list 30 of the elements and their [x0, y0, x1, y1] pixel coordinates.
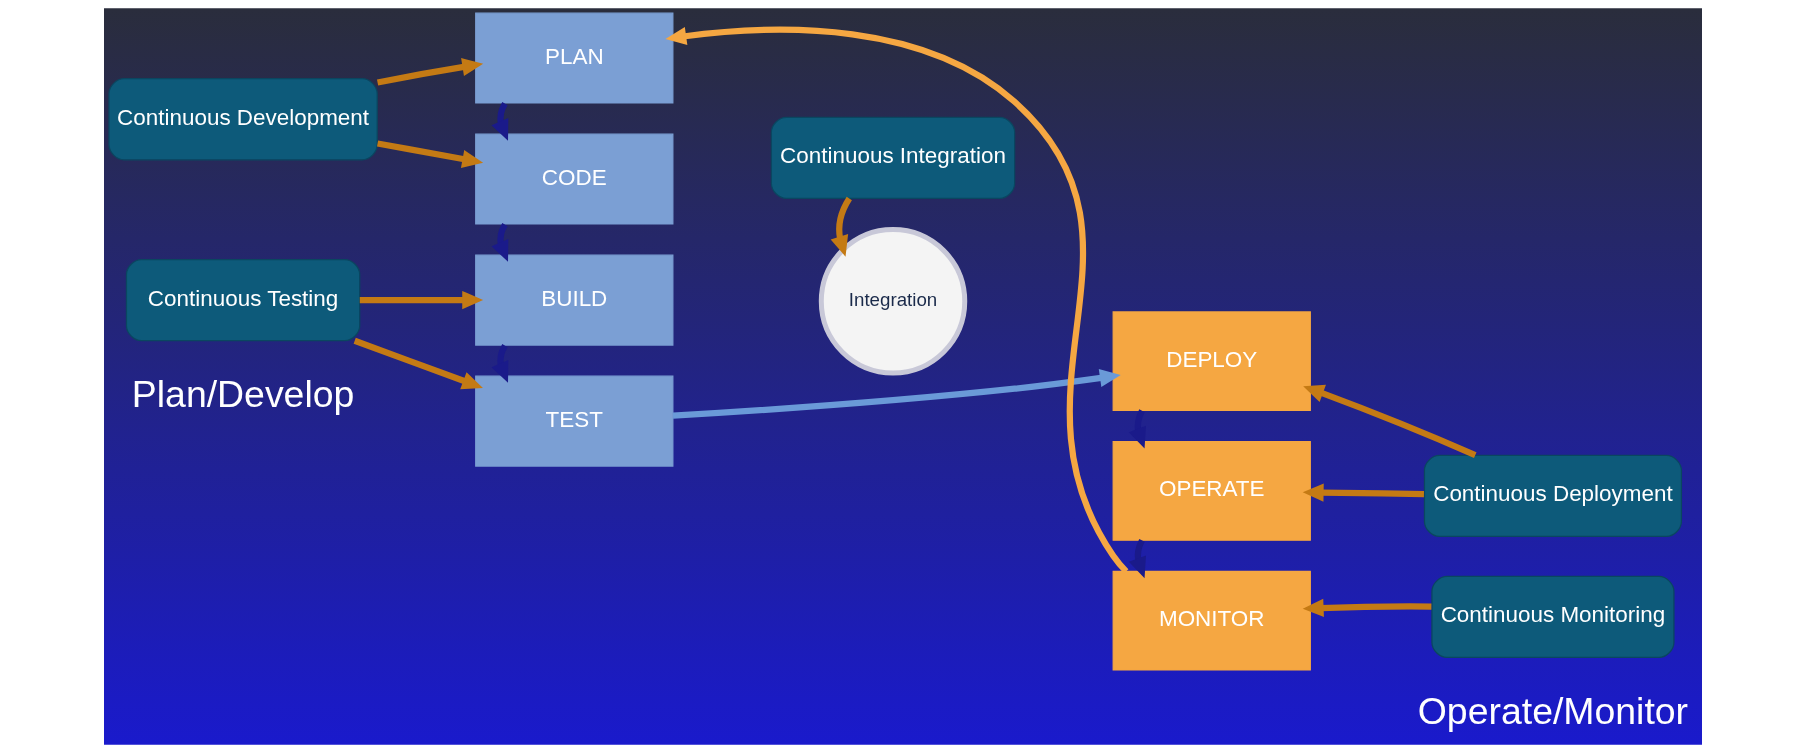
- node-box: CODE: [475, 133, 674, 225]
- arrow: [491, 223, 509, 262]
- arrow: [1302, 483, 1424, 502]
- label: Plan/Develop: [131, 372, 355, 415]
- arrow: [1128, 409, 1146, 449]
- node-box: BUILD: [475, 254, 674, 346]
- arrow: [377, 140, 484, 168]
- node-box: DEPLOY: [1112, 311, 1311, 412]
- node-box: Continuous Testing: [125, 258, 361, 342]
- node-circle: Integration: [818, 227, 968, 376]
- arrow: [1128, 539, 1146, 579]
- arrow: [376, 58, 484, 86]
- node-box: Continuous Integration: [770, 116, 1016, 200]
- node-box: Continuous Development: [108, 78, 378, 161]
- node-box: OPERATE: [1112, 441, 1311, 541]
- arrow: [491, 344, 509, 383]
- node-box: Continuous Monitoring: [1431, 575, 1675, 659]
- arrow: [1302, 598, 1432, 618]
- node-box: PLAN: [475, 12, 674, 104]
- label: Operate/Monitor: [1417, 689, 1689, 732]
- node-box: MONITOR: [1112, 570, 1311, 671]
- arrow: [353, 337, 483, 390]
- node-box: TEST: [475, 375, 674, 467]
- arrow: [491, 102, 509, 141]
- node-box: Continuous Deployment: [1423, 454, 1683, 538]
- arrow: [830, 196, 852, 257]
- arrow: [1303, 384, 1477, 459]
- arrow: [672, 368, 1121, 419]
- arrow: [665, 26, 1129, 574]
- arrow: [359, 290, 484, 310]
